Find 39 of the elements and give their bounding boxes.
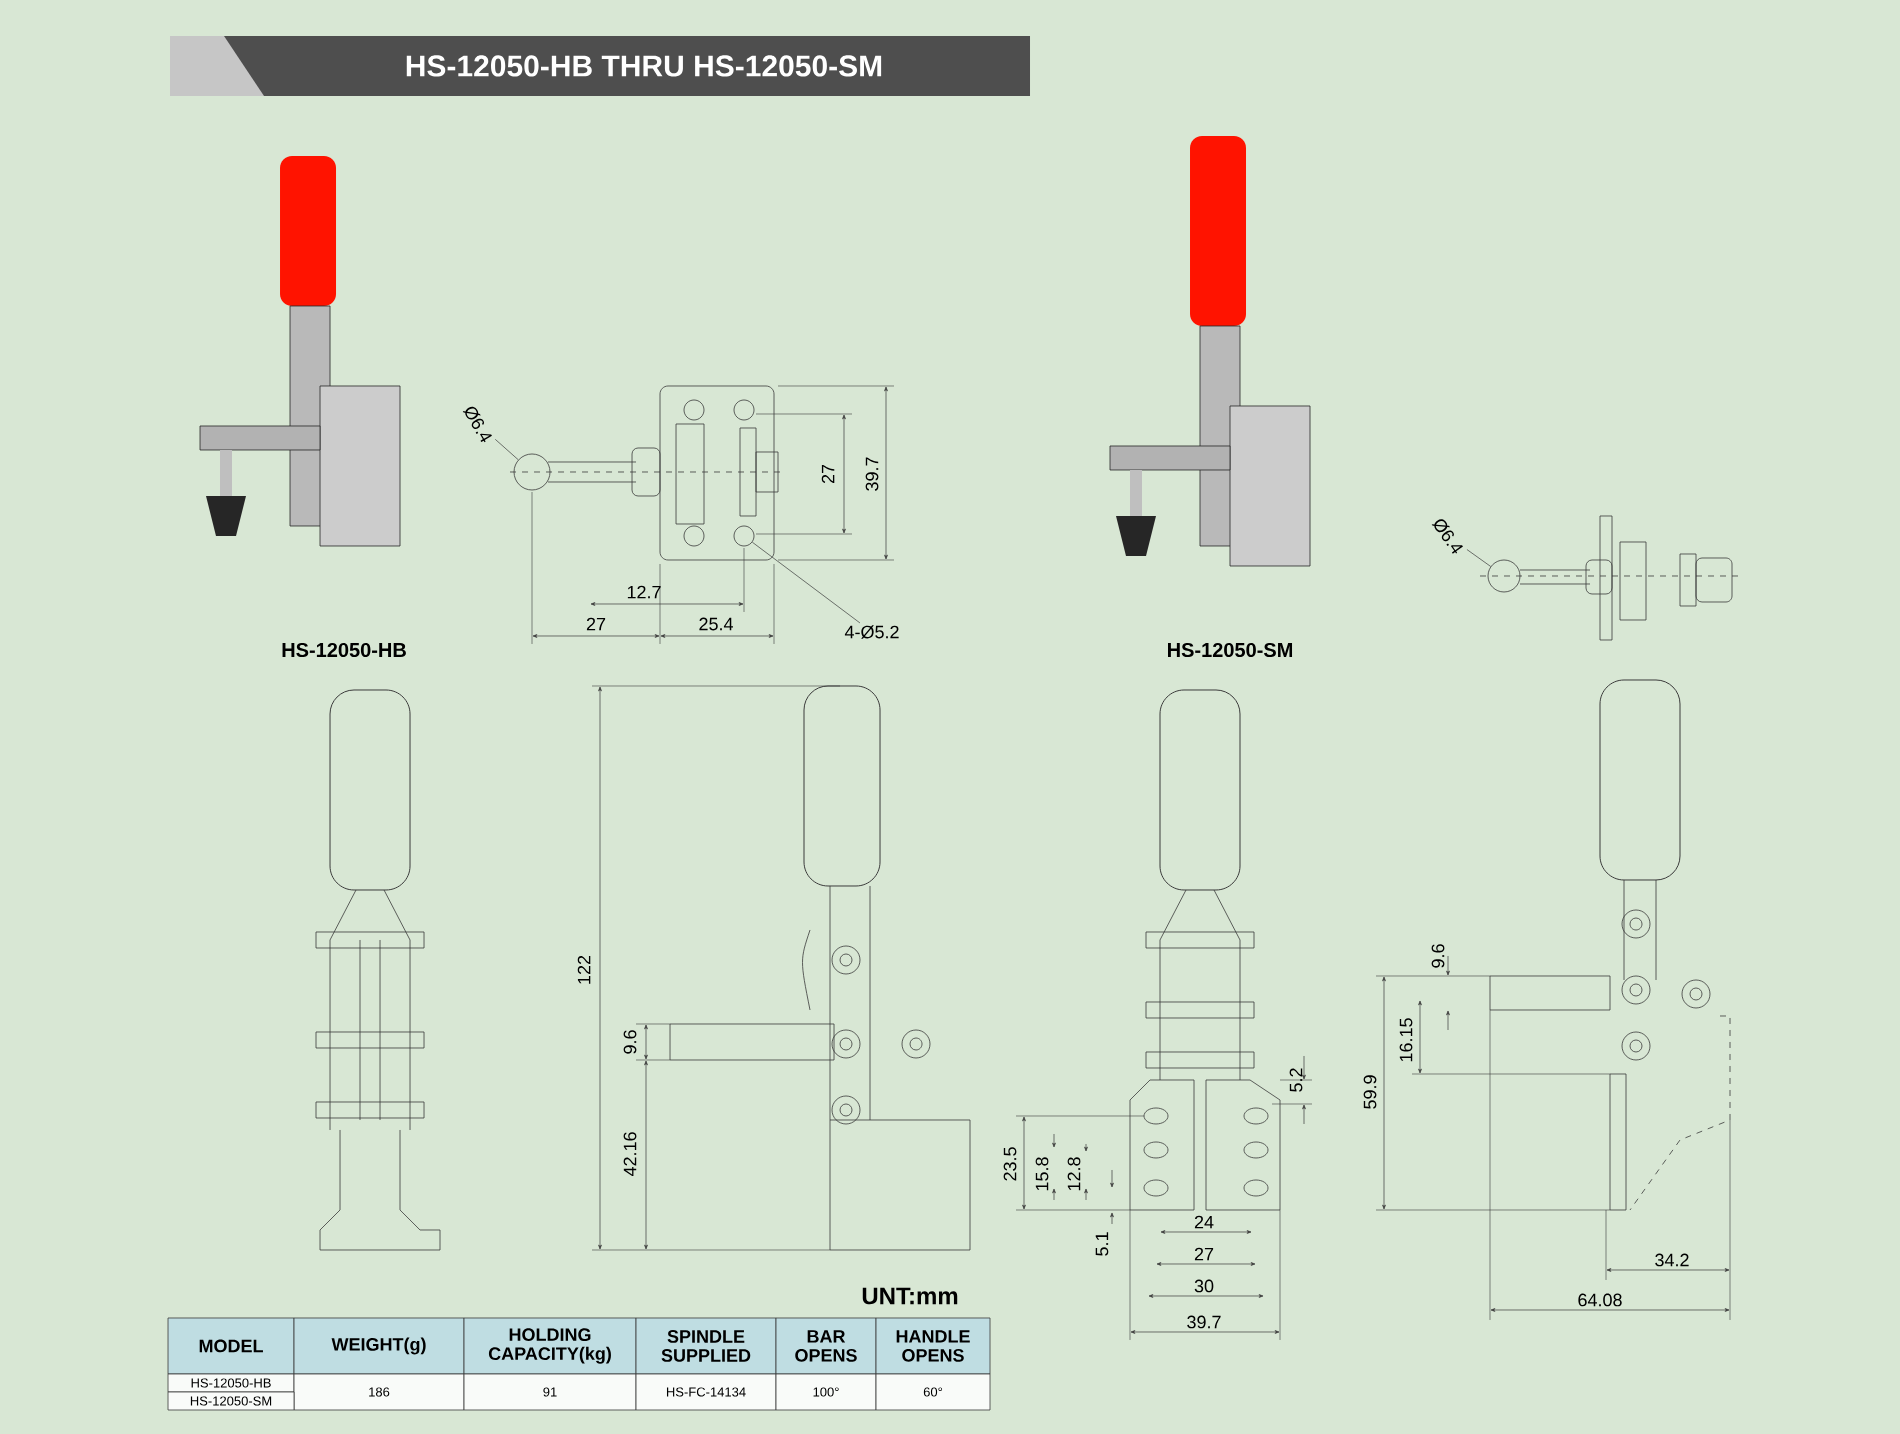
dimension-label: 64.08 <box>1578 1293 1622 1307</box>
dimension-label: 23.5 <box>1003 1147 1017 1181</box>
model-caption: HS-12050-HB <box>282 642 406 658</box>
title-banner: HS-12050-HB THRU HS-12050-SM <box>170 36 1030 96</box>
dimension-label: 39.7 <box>1187 1315 1221 1329</box>
dimension-label: 25.4 <box>699 617 733 631</box>
table-cell: HANDLE OPENS <box>875 1317 991 1375</box>
unit-note: UNT:mm <box>862 1287 958 1305</box>
leader-line <box>494 439 519 461</box>
hole <box>513 453 551 491</box>
dimension-label: 16.15 <box>1399 1018 1413 1062</box>
dimension-label: 42.16 <box>623 1132 637 1177</box>
dimension-label: 9.6 <box>623 1030 637 1054</box>
dimension-label: 5.2 <box>1289 1068 1303 1092</box>
dimension-label: 27 <box>1194 1247 1214 1261</box>
dimension-label: 34.2 <box>1655 1253 1689 1267</box>
dimension-label: 59.9 <box>1363 1075 1377 1109</box>
dimension-label: 24 <box>1194 1215 1214 1229</box>
table-cell: MODEL <box>167 1317 295 1375</box>
dimension-label: 27 <box>586 617 606 631</box>
dimension-label: 9.6 <box>1431 944 1445 968</box>
dimension-label: 30 <box>1194 1279 1214 1293</box>
leader-line <box>1466 549 1491 567</box>
dimension-label: 122 <box>577 955 591 984</box>
dimension-label: 39.7 <box>865 457 879 491</box>
table-cell: BAR OPENS <box>775 1317 877 1375</box>
hole <box>1487 559 1521 593</box>
dimension-label: 15.8 <box>1035 1157 1049 1191</box>
model-caption: HS-12050-SM <box>1168 642 1293 658</box>
table-cell: WEIGHT(g) <box>293 1317 465 1375</box>
dimension-label: 12.8 <box>1067 1157 1081 1191</box>
table-cell: SPINDLE SUPPLIED <box>635 1317 777 1375</box>
hole <box>733 525 755 547</box>
dimension-label: 5.1 <box>1095 1232 1109 1256</box>
dimension-label: 12.7 <box>627 585 661 599</box>
dimension-label: 4-Ø5.2 <box>844 625 899 639</box>
dimension-label: 27 <box>821 464 835 484</box>
leader-line <box>752 541 861 624</box>
table-cell: HOLDING CAPACITY(kg) <box>463 1317 637 1375</box>
